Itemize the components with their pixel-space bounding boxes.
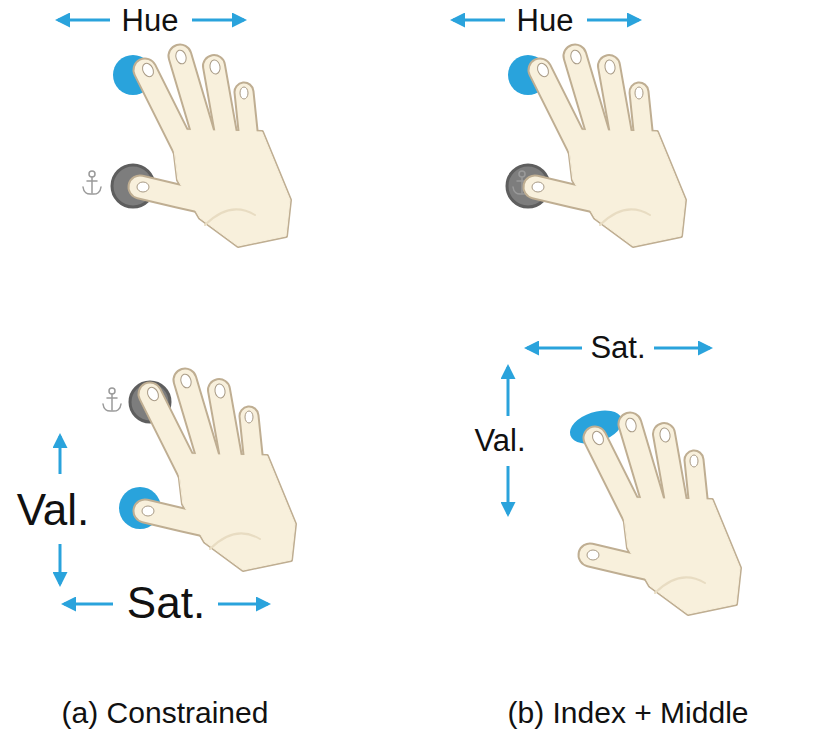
axis-label: Sat. xyxy=(590,331,645,365)
anchor-icon xyxy=(83,171,101,194)
hand xyxy=(532,49,685,246)
arrow xyxy=(59,436,62,474)
axis-label: Val. xyxy=(17,486,90,534)
subfigure-caption: (a) Constrained xyxy=(62,696,269,729)
arrow xyxy=(453,19,505,22)
arrow xyxy=(507,367,510,416)
hand xyxy=(137,49,290,246)
arrow xyxy=(59,544,62,584)
arrow xyxy=(587,19,639,22)
arrow xyxy=(64,603,113,606)
axis-label: Val. xyxy=(474,424,525,458)
hand xyxy=(142,373,295,570)
anchor-icon xyxy=(103,388,121,411)
hand xyxy=(587,417,740,614)
arrow xyxy=(654,347,710,350)
arrow xyxy=(527,347,582,350)
arrow xyxy=(507,466,510,514)
axis-label: Sat. xyxy=(127,579,205,627)
arrow xyxy=(58,19,110,22)
arrow xyxy=(192,19,244,22)
subfigure-caption: (b) Index + Middle xyxy=(508,696,749,729)
axis-label: Hue xyxy=(122,4,179,38)
axis-label: Hue xyxy=(517,4,574,38)
arrow xyxy=(218,603,268,606)
